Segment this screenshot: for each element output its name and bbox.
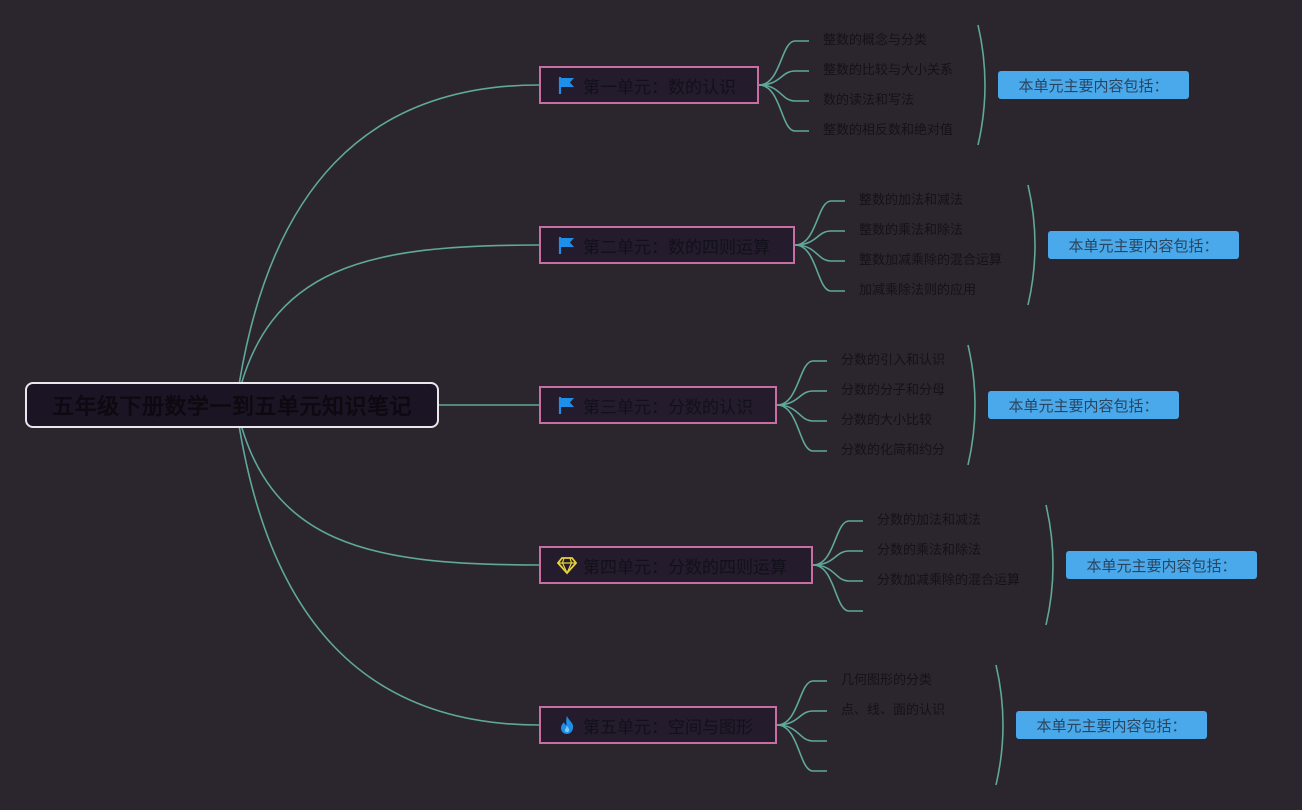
topic-connector [776,404,827,452]
unit-label: 第四单元：分数的四则运算 [583,557,787,578]
topic-item[interactable]: 分数的分子和分母 [841,383,946,398]
topic-item[interactable]: 整数的加法和减法 [859,193,964,208]
unit-node[interactable]: 第四单元：分数的四则运算 [539,546,813,584]
topic-connector [776,360,827,406]
unit-node[interactable]: 第二单元：数的四则运算 [539,226,795,264]
summary-brace [977,24,986,146]
summary-box[interactable]: 本单元主要内容包括： [988,391,1179,419]
unit-label: 第一单元：数的认识 [583,77,736,98]
gem-icon [557,554,579,576]
root-title: 五年级下册数学一到五单元知识笔记 [51,395,412,420]
topic-item[interactable]: 分数的加法和减法 [877,513,982,528]
topic-connector [776,724,827,772]
summary-box[interactable]: 本单元主要内容包括： [1048,231,1239,259]
root-connector [235,404,540,726]
summary-brace [967,344,976,466]
topic-connector [758,84,809,132]
root-connector [235,244,540,406]
unit-node[interactable]: 第一单元：数的认识 [539,66,759,104]
flag-icon [557,74,579,96]
topic-connector [758,70,809,86]
flag-icon [557,394,579,416]
summary-box[interactable]: 本单元主要内容包括： [998,71,1189,99]
unit-node[interactable]: 第三单元：分数的认识 [539,386,777,424]
topic-item[interactable]: 几何图形的分类 [841,673,933,688]
unit-node[interactable]: 第五单元：空间与图形 [539,706,777,744]
summary-brace [995,664,1004,786]
unit-label: 第三单元：分数的认识 [583,397,753,418]
flame-icon [557,714,579,736]
topic-item[interactable]: 分数的乘法和除法 [877,543,982,558]
topic-item[interactable]: 整数加减乘除的混合运算 [859,253,1003,268]
summary-brace [1045,504,1054,626]
topic-item[interactable]: 整数的概念与分类 [823,33,928,48]
topic-item[interactable]: 分数的大小比较 [841,413,933,428]
topic-connector [812,564,863,612]
topic-item[interactable]: 加减乘除法则的应用 [859,283,977,298]
summary-box[interactable]: 本单元主要内容包括： [1066,551,1257,579]
topic-item[interactable]: 整数的比较与大小关系 [823,63,954,78]
root-connector [235,404,540,566]
topic-connector [812,520,863,566]
topic-connector [776,680,827,726]
topic-item[interactable]: 分数的化简和约分 [841,443,946,458]
topic-item[interactable]: 分数的引入和认识 [841,353,946,368]
unit-label: 第二单元：数的四则运算 [583,237,770,258]
topic-connector [776,390,827,406]
topic-connector [812,550,863,566]
summary-brace [1027,184,1036,306]
topic-connector [776,710,827,726]
root-connector [235,84,540,406]
topic-item[interactable]: 整数的相反数和绝对值 [823,123,954,138]
topic-connector [794,244,845,292]
topic-item[interactable]: 分数加减乘除的混合运算 [877,573,1021,588]
topic-connector [794,230,845,246]
topic-item[interactable]: 数的读法和写法 [823,93,915,108]
flag-icon [557,234,579,256]
unit-label: 第五单元：空间与图形 [583,717,753,738]
summary-box[interactable]: 本单元主要内容包括： [1016,711,1207,739]
topic-item[interactable]: 整数的乘法和除法 [859,223,964,238]
topic-connector [794,200,845,246]
topic-connector [758,40,809,86]
topic-item[interactable]: 点、线、面的认识 [841,703,946,718]
root-topic[interactable]: 五年级下册数学一到五单元知识笔记 [25,382,439,428]
